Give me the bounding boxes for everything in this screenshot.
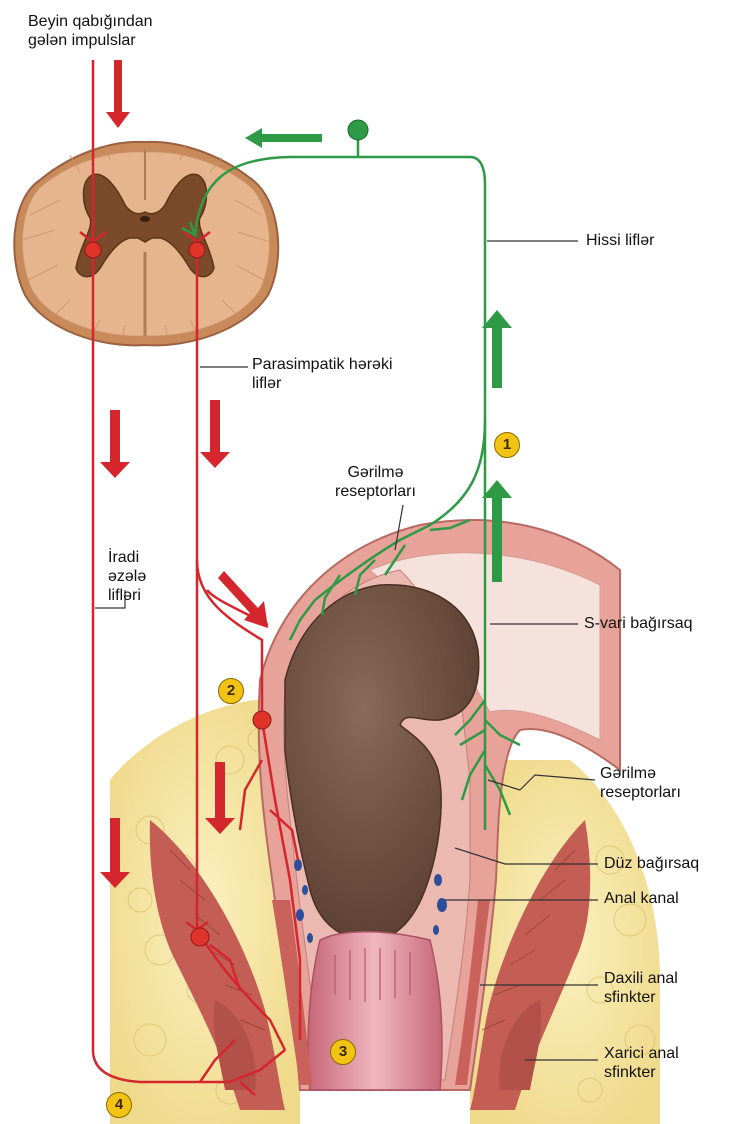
step-badge-2: 2 (218, 678, 244, 704)
anal-canal (308, 932, 442, 1090)
label-parasympathetic-fibers: Parasimpatik hərəki liflər (252, 355, 393, 393)
label-stretch-receptors-upper: Gərilmə reseptorları (335, 463, 416, 501)
label-sensory-fibers: Hissi liflər (586, 231, 654, 250)
label-anal-canal: Anal kanal (604, 889, 679, 908)
step-badge-3: 3 (330, 1039, 356, 1065)
label-rectum: Düz bağırsaq (604, 854, 699, 873)
label-external-sphincter: Xarici anal sfinkter (604, 1044, 679, 1082)
label-voluntary-muscle-fibers: İradi əzələ lifləri (108, 548, 146, 605)
sensory-ganglion (348, 120, 368, 140)
label-cortex-impulses: Beyin qabığından gələn impulslar (28, 12, 153, 50)
label-sigmoid-colon: S-vari bağırsaq (584, 614, 693, 633)
label-internal-sphincter: Daxili anal sfinkter (604, 969, 678, 1007)
step-badge-1: 1 (494, 432, 520, 458)
spinal-cord-section (14, 142, 278, 346)
label-stretch-receptors-lower: Gərilmə reseptorları (600, 764, 681, 802)
step-badge-4: 4 (106, 1092, 132, 1118)
